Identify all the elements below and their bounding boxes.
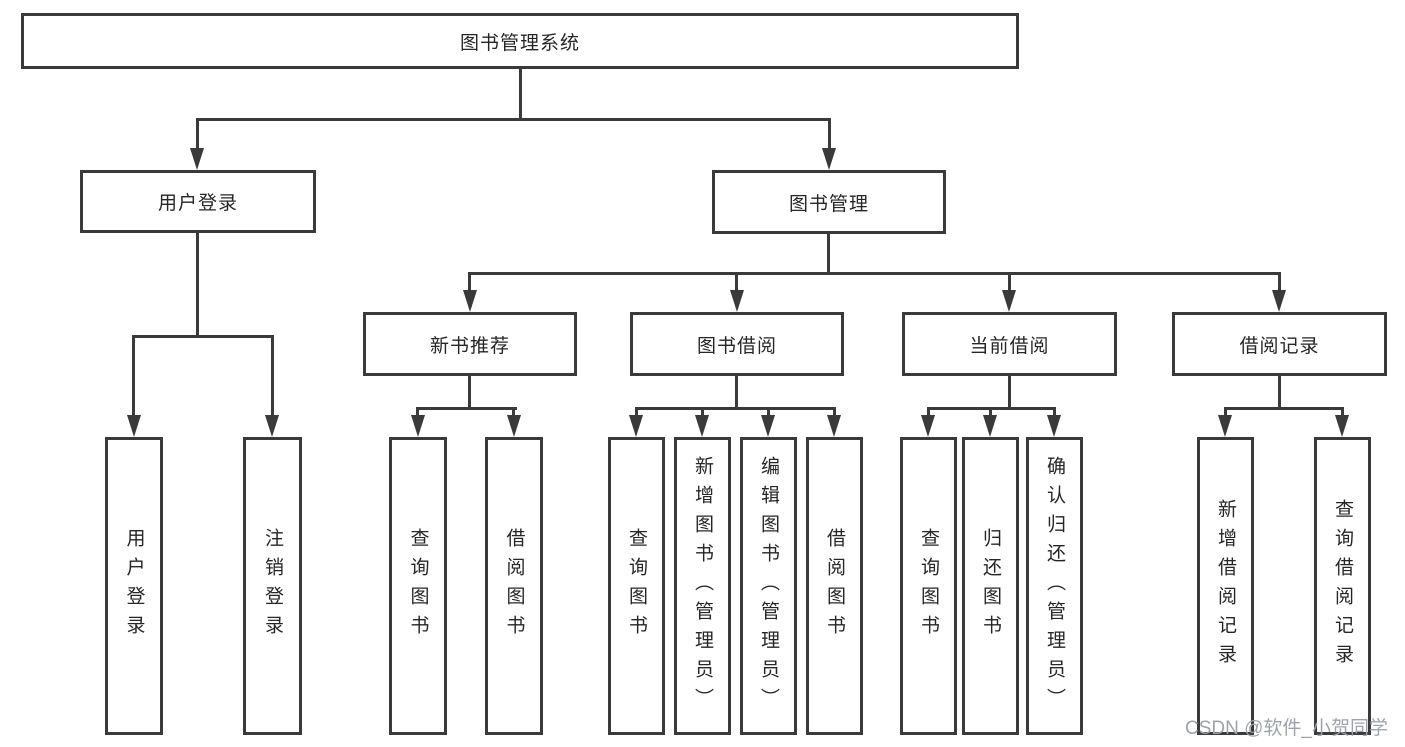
- node-user-login: 用户登录: [80, 170, 316, 233]
- arrow-down-icon: [695, 415, 709, 437]
- connector-line: [196, 233, 199, 337]
- connector-line: [512, 407, 515, 418]
- arrow-down-icon: [1002, 290, 1016, 312]
- connector-line: [468, 272, 471, 295]
- connector-line: [827, 234, 830, 275]
- connector-line: [468, 376, 471, 410]
- arrow-down-icon: [921, 415, 935, 437]
- node-cb-query-book: 查询图书: [900, 437, 957, 735]
- connector-line: [519, 68, 522, 121]
- connector-line: [1008, 376, 1011, 410]
- connector-line: [1008, 272, 1011, 295]
- node-br-query-record: 查询借阅记录: [1314, 437, 1371, 735]
- arrow-down-icon: [822, 148, 836, 170]
- connector-line: [735, 376, 738, 410]
- arrow-down-icon: [1272, 290, 1286, 312]
- connector-line: [767, 407, 770, 418]
- arrow-down-icon: [827, 415, 841, 437]
- node-br-add-record: 新增借阅记录: [1197, 437, 1254, 735]
- connector-line: [828, 118, 831, 152]
- arrow-down-icon: [730, 290, 744, 312]
- connector-line: [735, 272, 738, 295]
- node-new-book-recommend: 新书推荐: [363, 312, 577, 376]
- connector-line: [132, 335, 274, 338]
- connector-line: [416, 407, 419, 418]
- connector-line: [989, 407, 992, 418]
- node-leaf-logout-login: 注销登录: [243, 437, 302, 735]
- connector-line: [196, 118, 199, 152]
- connector-line: [416, 407, 517, 410]
- connector-line: [1224, 407, 1227, 418]
- arrow-down-icon: [411, 415, 425, 437]
- csdn-watermark: CSDN @软件_小贺同学: [1185, 718, 1388, 739]
- arrow-down-icon: [463, 290, 477, 312]
- node-root: 图书管理系统: [21, 13, 1019, 69]
- node-bb-add-book: 新增图书（管理员）: [674, 437, 731, 735]
- arrow-down-icon: [1047, 415, 1061, 437]
- connector-line: [1341, 407, 1344, 418]
- arrow-down-icon: [983, 415, 997, 437]
- node-borrow-record: 借阅记录: [1172, 312, 1387, 376]
- connector-line: [635, 407, 638, 418]
- connector-line: [1278, 272, 1281, 295]
- node-cb-return-book: 归还图书: [962, 437, 1019, 735]
- arrow-down-icon: [507, 415, 521, 437]
- connector-line: [271, 335, 274, 420]
- node-bb-borrow-book: 借阅图书: [806, 437, 863, 735]
- node-cb-confirm-return: 确认归还（管理员）: [1026, 437, 1083, 735]
- connector-line: [635, 407, 836, 410]
- arrow-down-icon: [1218, 415, 1232, 437]
- node-book-management: 图书管理: [712, 170, 946, 234]
- connector-line: [1053, 407, 1056, 418]
- connector-line: [701, 407, 704, 418]
- node-bb-query-book: 查询图书: [608, 437, 665, 735]
- connector-line: [196, 118, 831, 121]
- node-bb-edit-book: 编辑图书（管理员）: [740, 437, 797, 735]
- arrow-down-icon: [761, 415, 775, 437]
- node-leaf-user-login: 用户登录: [105, 437, 163, 735]
- connector-line: [1278, 376, 1281, 410]
- connector-line: [927, 407, 930, 418]
- node-book-borrow: 图书借阅: [630, 312, 844, 376]
- arrow-down-icon: [265, 415, 279, 437]
- connector-line: [468, 272, 1281, 275]
- arrow-down-icon: [1335, 415, 1349, 437]
- connector-line: [132, 335, 135, 420]
- node-rec-borrow-book: 借阅图书: [485, 437, 543, 735]
- node-rec-query-book: 查询图书: [389, 437, 447, 735]
- node-current-borrow: 当前借阅: [902, 312, 1117, 376]
- arrow-down-icon: [127, 415, 141, 437]
- connector-line: [833, 407, 836, 418]
- arrow-down-icon: [629, 415, 643, 437]
- connector-line: [1224, 407, 1344, 410]
- arrow-down-icon: [190, 148, 204, 170]
